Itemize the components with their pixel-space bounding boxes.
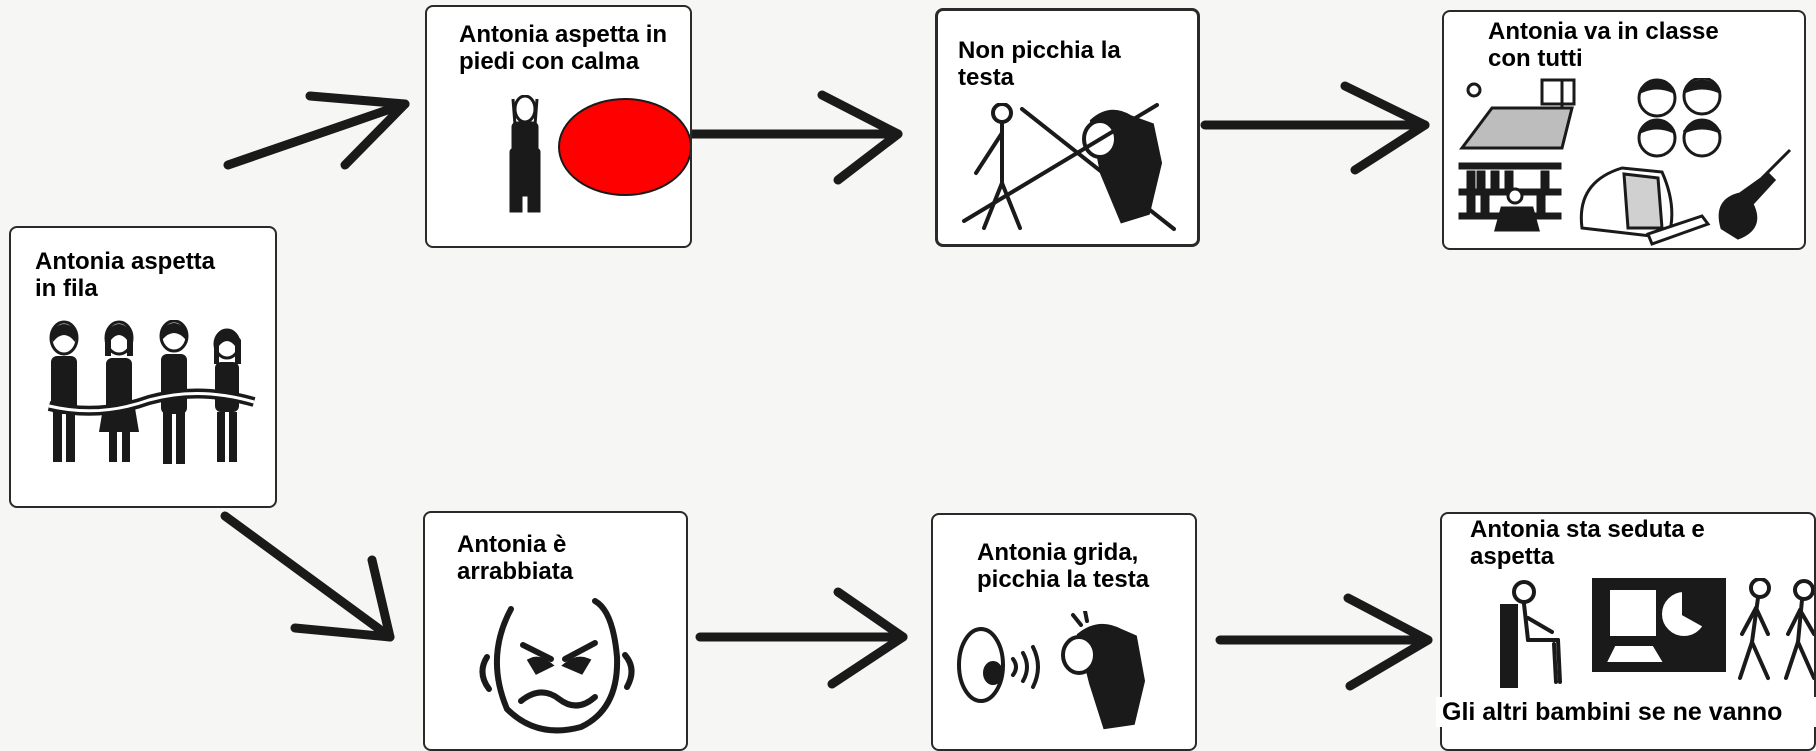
angry-face-icon (479, 598, 635, 734)
node-top-1-caption: Antonia aspetta in piedi con calma (453, 21, 690, 75)
classroom-activities-icon (1458, 78, 1792, 246)
people-in-line-icon (47, 320, 256, 464)
node-bottom-3-note: Gli altri bambini se ne vanno (1436, 697, 1816, 727)
shouting-head-banging-icon (957, 611, 1146, 730)
node-top-2: Non picchia la testa (935, 8, 1200, 247)
arrow-bottom1-to-bottom2 (695, 587, 908, 689)
arrow-top1-to-top2 (687, 90, 903, 185)
standing-child-icon (509, 95, 541, 213)
arrow-start-to-bottom (220, 511, 395, 642)
node-start-caption: Antonia aspetta in fila (29, 248, 261, 302)
node-top-1: Antonia aspetta in piedi con calma (425, 5, 692, 248)
sitting-waiting-icon (1500, 578, 1814, 688)
node-bottom-1: Antonia è arrabbiata (423, 511, 688, 751)
node-top-2-caption: Non picchia la testa (952, 37, 1192, 91)
node-bottom-1-caption: Antonia è arrabbiata (451, 531, 671, 585)
red-dot-icon (558, 98, 690, 196)
arrow-top2-to-top3 (1200, 81, 1430, 175)
node-top-3: Antonia va in classe con tutti (1442, 10, 1806, 250)
node-bottom-3: Antonia sta seduta e aspetta (1440, 512, 1816, 751)
node-start: Antonia aspetta in fila (9, 226, 277, 508)
no-head-banging-icon (962, 103, 1176, 231)
arrow-start-to-top (223, 91, 410, 170)
node-top-3-caption: Antonia va in classe con tutti (1482, 18, 1782, 72)
node-bottom-3-caption: Antonia sta seduta e aspetta (1464, 516, 1794, 570)
arrow-bottom2-to-bottom3 (1215, 593, 1433, 691)
node-bottom-2-caption: Antonia grida, picchia la testa (971, 539, 1195, 593)
node-bottom-2: Antonia grida, picchia la testa (931, 513, 1197, 751)
